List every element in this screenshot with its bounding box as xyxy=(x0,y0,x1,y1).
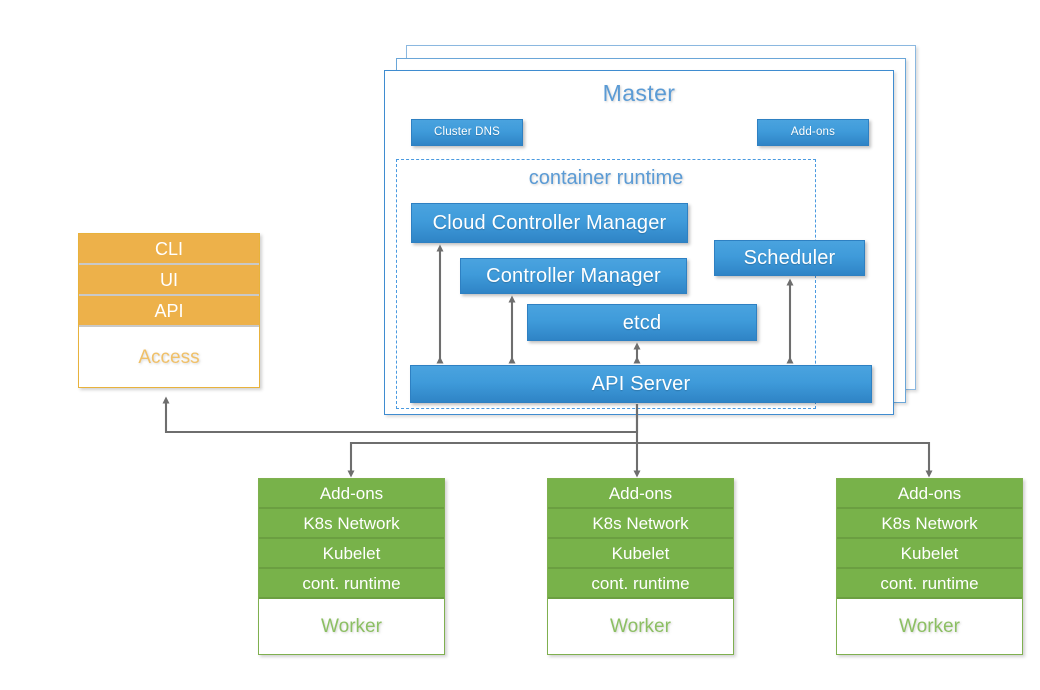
worker-3-row-cont-runtime[interactable]: cont. runtime xyxy=(837,569,1022,599)
chip-cluster-dns-label: Cluster DNS xyxy=(433,125,501,138)
worker-1-row-k8s-network-label: K8s Network xyxy=(303,513,400,533)
chip-etcd-label: etcd xyxy=(622,311,662,334)
chip-scheduler[interactable]: Scheduler xyxy=(714,240,865,276)
access-stack[interactable]: CLI UI API Access xyxy=(78,233,260,388)
access-row-ui-label: UI xyxy=(160,269,178,290)
worker-1-row-add-ons[interactable]: Add-ons xyxy=(259,479,444,509)
chip-addons-master[interactable]: Add-ons xyxy=(757,119,869,146)
access-row-ui[interactable]: UI xyxy=(79,265,259,296)
access-footer-label: Access xyxy=(138,346,200,368)
chip-cloud-controller-manager-label: Cloud Controller Manager xyxy=(432,212,667,234)
chip-addons-master-label: Add-ons xyxy=(790,125,836,138)
worker-1-row-k8s-network[interactable]: K8s Network xyxy=(259,509,444,539)
arrow-apiserver-worker-1 xyxy=(347,441,637,478)
access-row-api-label: API xyxy=(154,300,184,321)
worker-1-row-kubelet-label: Kubelet xyxy=(322,543,381,563)
chip-controller-manager[interactable]: Controller Manager xyxy=(460,258,687,294)
worker-2-row-cont-runtime-label: cont. runtime xyxy=(591,573,690,593)
chip-scheduler-label: Scheduler xyxy=(743,247,836,269)
access-footer: Access xyxy=(79,327,259,387)
worker-2-footer: Worker xyxy=(548,599,733,654)
worker-2-footer-label: Worker xyxy=(610,615,671,637)
worker-node-1[interactable]: Add-ons K8s Network Kubelet cont. runtim… xyxy=(258,478,445,655)
worker-3-row-add-ons[interactable]: Add-ons xyxy=(837,479,1022,509)
worker-2-row-add-ons[interactable]: Add-ons xyxy=(548,479,733,509)
access-row-cli[interactable]: CLI xyxy=(79,234,259,265)
worker-2-row-add-ons-label: Add-ons xyxy=(608,483,673,503)
worker-3-footer: Worker xyxy=(837,599,1022,654)
worker-2-row-kubelet-label: Kubelet xyxy=(611,543,670,563)
worker-1-row-kubelet[interactable]: Kubelet xyxy=(259,539,444,569)
master-title: Master xyxy=(602,80,676,106)
worker-1-footer-label: Worker xyxy=(321,615,382,637)
arrow-apiserver-worker-3 xyxy=(637,441,933,478)
worker-1-row-cont-runtime[interactable]: cont. runtime xyxy=(259,569,444,599)
worker-3-row-add-ons-label: Add-ons xyxy=(897,483,962,503)
worker-1-footer: Worker xyxy=(259,599,444,654)
worker-2-row-kubelet[interactable]: Kubelet xyxy=(548,539,733,569)
chip-etcd[interactable]: etcd xyxy=(527,304,757,341)
worker-3-row-kubelet-label: Kubelet xyxy=(900,543,959,563)
worker-3-row-cont-runtime-label: cont. runtime xyxy=(880,573,979,593)
worker-3-row-k8s-network[interactable]: K8s Network xyxy=(837,509,1022,539)
container-runtime-title: container runtime xyxy=(528,167,684,189)
worker-2-row-cont-runtime[interactable]: cont. runtime xyxy=(548,569,733,599)
worker-node-3[interactable]: Add-ons K8s Network Kubelet cont. runtim… xyxy=(836,478,1023,655)
access-row-api[interactable]: API xyxy=(79,296,259,327)
chip-api-server-label: API Server xyxy=(591,373,691,395)
worker-3-footer-label: Worker xyxy=(899,615,960,637)
chip-cloud-controller-manager[interactable]: Cloud Controller Manager xyxy=(411,203,688,243)
access-row-cli-label: CLI xyxy=(154,238,183,259)
chip-controller-manager-label: Controller Manager xyxy=(486,265,661,287)
chip-api-server[interactable]: API Server xyxy=(410,365,872,403)
chip-cluster-dns[interactable]: Cluster DNS xyxy=(411,119,523,146)
worker-3-row-kubelet[interactable]: Kubelet xyxy=(837,539,1022,569)
worker-2-row-k8s-network-label: K8s Network xyxy=(592,513,689,533)
worker-3-row-k8s-network-label: K8s Network xyxy=(881,513,978,533)
worker-2-row-k8s-network[interactable]: K8s Network xyxy=(548,509,733,539)
worker-1-row-cont-runtime-label: cont. runtime xyxy=(302,573,401,593)
worker-node-2[interactable]: Add-ons K8s Network Kubelet cont. runtim… xyxy=(547,478,734,655)
worker-1-row-add-ons-label: Add-ons xyxy=(319,483,384,503)
